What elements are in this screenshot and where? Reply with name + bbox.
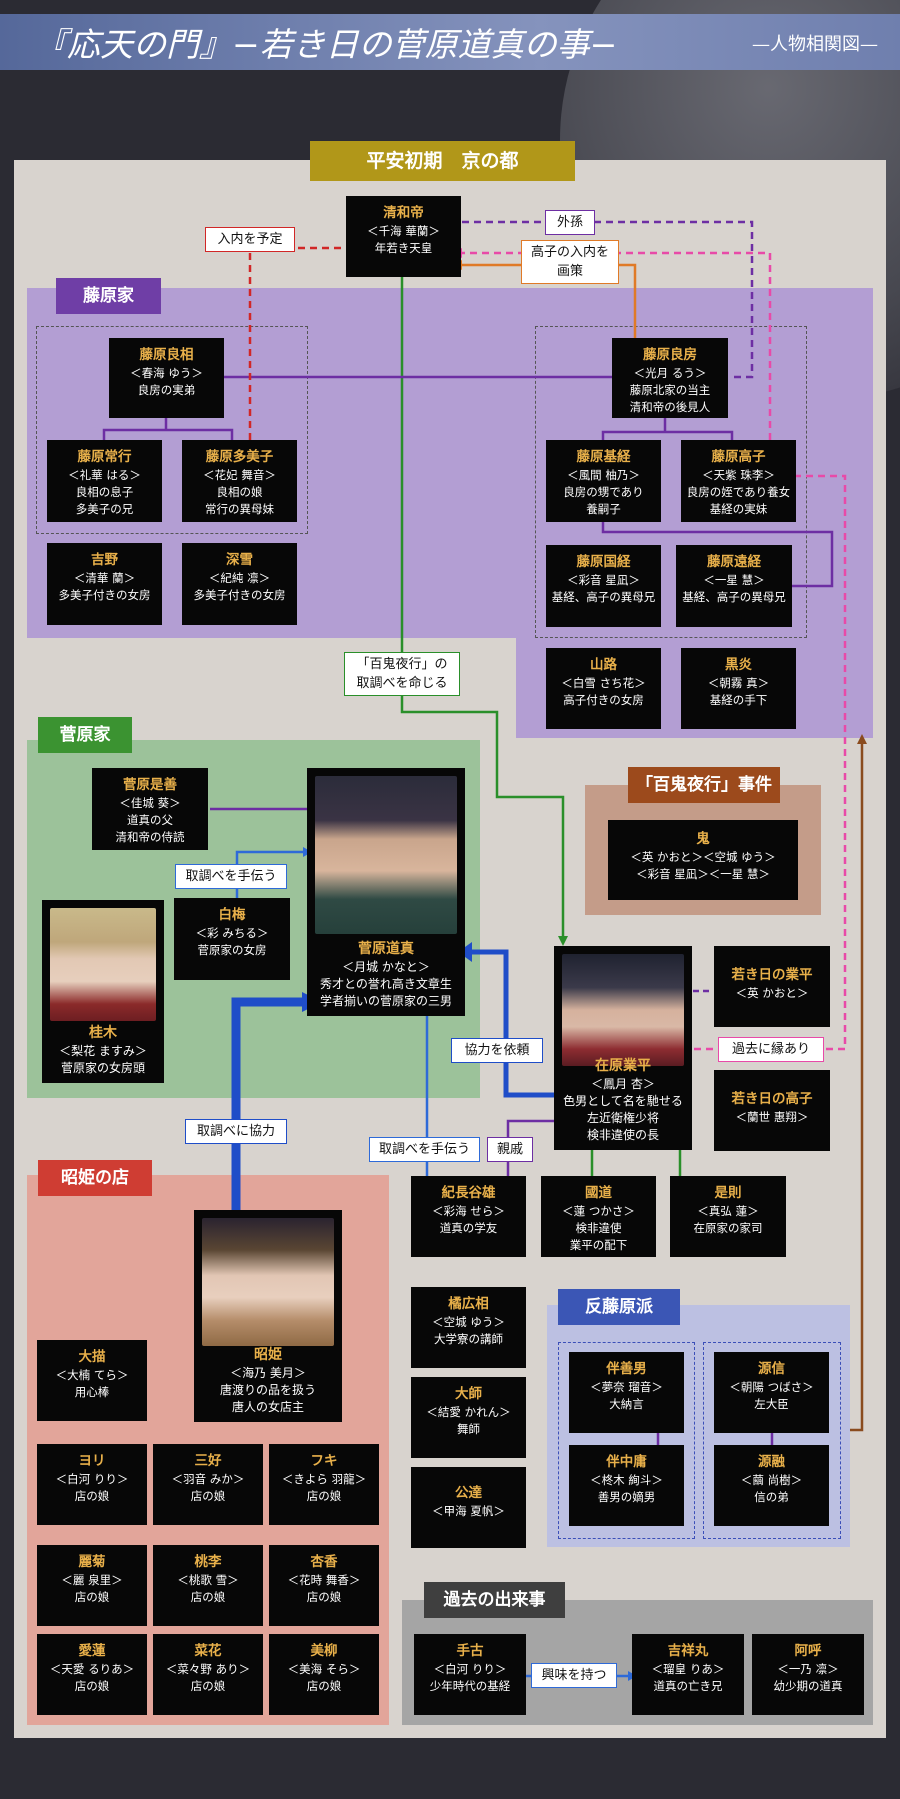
character-kisshomaru: 吉祥丸 ＜瑠皇 りあ＞ 道真の亡き兄 [632, 1634, 744, 1715]
character-naka: 菜花 ＜菜々野 あり＞ 店の娘 [153, 1634, 263, 1715]
relation-past-ties: 過去に縁あり [718, 1037, 824, 1062]
character-miyoshi: 三好 ＜羽音 みか＞ 店の娘 [153, 1444, 263, 1525]
relation-help-investigate-2: 取調べを手伝う [369, 1137, 480, 1162]
character-shiraume: 白梅 ＜彩 みちる＞ 菅原家の女房 [174, 898, 290, 980]
character-tsuneyuki: 藤原常行 ＜礼華 はる＞ 良相の息子 多美子の兄 [47, 440, 162, 522]
character-reigiku: 麗菊 ＜麗 泉里＞ 店の娘 [37, 1545, 147, 1626]
relation-hyakki-order: 「百鬼夜行」の 取調べを命じる [344, 652, 460, 696]
character-yamaji: 山路 ＜白雪 さち花＞ 高子付きの女房 [546, 648, 661, 729]
character-mototsune: 藤原基経 ＜風間 柚乃＞ 良房の甥であり 養嗣子 [546, 440, 661, 522]
character-teko: 手古 ＜白河 りり＞ 少年時代の基経 [414, 1634, 526, 1715]
arrowhead-anti-fujiwara [857, 734, 867, 744]
character-young-takaiko: 若き日の高子 ＜蘭世 惠翔＞ [714, 1070, 830, 1151]
character-airen: 愛蓮 ＜天愛 るりあ＞ 店の娘 [37, 1634, 147, 1715]
character-tootsune: 藤原遠経 ＜一星 慧＞ 基経、高子の異母兄 [676, 545, 792, 627]
line-nyudai [250, 248, 346, 440]
character-korenori: 是則 ＜真弘 蓮＞ 在原家の家司 [670, 1176, 786, 1257]
character-yoshimi: 藤原良相 ＜春海 ゆう＞ 良房の実弟 [109, 338, 224, 418]
character-yori: ヨリ ＜白河 りり＞ 店の娘 [37, 1444, 147, 1525]
character-akoo: 阿呼 ＜一乃 凛＞ 幼少期の道真 [752, 1634, 864, 1715]
character-minamoto-makoto: 源信 ＜朝陽 つばさ＞ 左大臣 [714, 1352, 829, 1433]
narihira-portrait [562, 954, 684, 1066]
character-shoki: 昭姫 ＜海乃 美月＞ 唐渡りの品を扱う 唐人の女店主 [194, 1210, 342, 1422]
character-katsuragi: 桂木 ＜梨花 ますみ＞ 菅原家の女房頭 [42, 900, 164, 1083]
character-takaiko: 藤原高子 ＜天紫 珠李＞ 良房の姪であり養女 基経の実妹 [681, 440, 796, 522]
character-seiwa: 清和帝 ＜千海 華蘭＞ 年若き天皇 [346, 196, 461, 277]
line-shoki-cooperate [236, 1002, 302, 1210]
character-daiboku: 大描 ＜大楠 てら＞ 用心棒 [37, 1340, 147, 1421]
character-tamiko: 藤原多美子 ＜花妃 舞音＞ 良相の娘 常行の異母妹 [182, 440, 297, 522]
character-miyuki: 深雪 ＜紀純 凛＞ 多美子付きの女房 [182, 543, 297, 625]
relation-relatives: 親戚 [487, 1137, 533, 1162]
michizane-portrait [315, 776, 457, 934]
katsuragi-portrait [50, 908, 156, 1021]
character-tori: 桃李 ＜桃歌 雪＞ 店の娘 [153, 1545, 263, 1626]
line-yoshifusa-children [603, 418, 732, 440]
character-young-narihira: 若き日の業平 ＜英 かおと＞ [714, 946, 830, 1027]
character-koreyoshi: 菅原是善 ＜佳城 葵＞ 道真の父 清和帝の侍読 [92, 768, 208, 850]
relation-gaison: 外孫 [545, 210, 595, 235]
relation-nyudai: 入内を予定 [205, 227, 295, 252]
character-kunimichi: 國道 ＜蓮 つかさ＞ 検非違使 業平の配下 [541, 1176, 656, 1257]
character-kyoka: 杏香 ＜花時 舞香＞ 店の娘 [269, 1545, 379, 1626]
relation-interest: 興味を持つ [531, 1663, 617, 1688]
character-narihira: 在原業平 ＜鳳月 杏＞ 色男として名を馳せる 左近衛権少将 検非違使の長 [554, 946, 692, 1150]
relation-cooperate: 取調べに協力 [185, 1119, 287, 1144]
character-michizane: 菅原道真 ＜月城 かなと＞ 秀才との誉れ高き文章生 学者揃いの菅原家の三男 [307, 768, 465, 1016]
character-hiromi: 橘広相 ＜空城 ゆう＞ 大学寮の講師 [411, 1287, 526, 1368]
line-anti-fujiwara [850, 742, 862, 1430]
character-kintatsu: 公達 ＜甲海 夏帆＞ [411, 1467, 526, 1548]
character-yoshino: 吉野 ＜清華 蘭＞ 多美子付きの女房 [47, 543, 162, 625]
arrowhead-seiwa-narihira [558, 936, 568, 946]
character-tomo-nakatsune: 伴中庸 ＜柊木 絢斗＞ 善男の嫡男 [569, 1445, 684, 1526]
relation-takaiko-plan: 高子の入内を 画策 [521, 240, 619, 284]
character-kokuen: 黒炎 ＜朝霧 真＞ 基経の手下 [681, 648, 796, 729]
line-request [470, 952, 566, 1095]
character-haseo: 紀長谷雄 ＜彩海 せら＞ 道真の学友 [411, 1176, 526, 1257]
character-minamoto-toru: 源融 ＜繭 尚樹＞ 信の弟 [714, 1445, 829, 1526]
character-biryu: 美柳 ＜美海 そら＞ 店の娘 [269, 1634, 379, 1715]
relation-request: 協力を依頼 [451, 1038, 543, 1063]
character-oni: 鬼 ＜英 かおと＞＜空城 ゆう＞ ＜彩音 星凪＞＜一星 慧＞ [608, 820, 798, 900]
shoki-portrait [202, 1218, 334, 1346]
character-kunitsune: 藤原国経 ＜彩音 星凪＞ 基経、高子の異母兄 [546, 545, 661, 627]
character-fuki: フキ ＜きよら 羽龍＞ 店の娘 [269, 1444, 379, 1525]
character-taishi: 大師 ＜結愛 かれん＞ 舞師 [411, 1377, 526, 1458]
line-yoshimi-children [104, 418, 232, 440]
relation-help-investigate: 取調べを手伝う [175, 864, 287, 889]
character-yoshifusa: 藤原良房 ＜光月 るう＞ 藤原北家の当主 清和帝の後見人 [612, 338, 728, 418]
line-narihira-subordinates [592, 1150, 680, 1176]
character-tomo: 伴善男 ＜夢奈 瑠音＞ 大納言 [569, 1352, 684, 1433]
